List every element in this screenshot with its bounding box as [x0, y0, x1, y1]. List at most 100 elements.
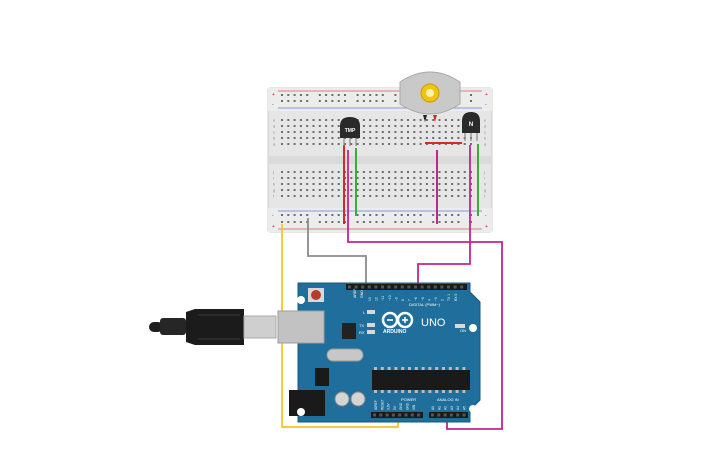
rail-hole [318, 94, 321, 96]
wire-gray-gnd[interactable] [307, 218, 367, 289]
header-pin[interactable] [361, 285, 365, 289]
breadboard-hole [369, 171, 372, 173]
header-pin[interactable] [398, 413, 402, 417]
breadboard-hole [287, 195, 290, 197]
temperature-sensor[interactable]: TMP [340, 117, 360, 146]
header-pin[interactable] [394, 285, 398, 289]
breadboard-hole [413, 177, 416, 179]
breadboard-hole [388, 137, 391, 139]
breadboard-hole [394, 183, 397, 185]
breadboard-hole [350, 143, 353, 145]
breadboard-hole [299, 189, 302, 191]
breadboard-hole [451, 131, 454, 133]
header-pin[interactable] [420, 285, 424, 289]
header-pin[interactable] [453, 285, 457, 289]
breadboard-hole [413, 137, 416, 139]
breadboard-hole [312, 137, 315, 139]
aref-label: AREF [353, 289, 357, 298]
npn-transistor[interactable]: N [462, 112, 480, 141]
reset-button[interactable] [311, 290, 321, 300]
breadboard-hole [331, 131, 334, 133]
rail-hole [331, 214, 334, 216]
header-pin[interactable] [387, 285, 391, 289]
header-pin[interactable] [433, 285, 437, 289]
rail-hole [287, 221, 290, 223]
power-pin-label: GND [406, 402, 410, 410]
rail-hole [331, 221, 334, 223]
header-pin[interactable] [447, 285, 450, 289]
wire-magenta-digital[interactable] [417, 145, 471, 289]
breadboard-hole [375, 125, 378, 127]
rail-minus-label-right: - [485, 102, 487, 108]
header-pin[interactable] [404, 413, 408, 417]
header-pin[interactable] [460, 285, 464, 289]
header-pin[interactable] [427, 285, 431, 289]
header-pin[interactable] [385, 413, 389, 417]
header-pin[interactable] [410, 413, 414, 417]
analog-header [429, 412, 468, 418]
header-pin[interactable] [374, 285, 378, 289]
breadboard-hole [299, 177, 302, 179]
header-pin[interactable] [373, 413, 376, 417]
rail-plus-label: + [272, 92, 275, 98]
header-pin[interactable] [391, 413, 395, 417]
breadboard-hole [299, 137, 302, 139]
header-pin[interactable] [417, 413, 421, 417]
digital-pin-label: ~6 [414, 297, 418, 301]
rail-hole [281, 94, 283, 96]
header-pin[interactable] [462, 413, 466, 417]
breadboard-hole [281, 143, 283, 145]
breadboard-hole [299, 171, 302, 173]
header-pin[interactable] [348, 285, 351, 289]
breadboard-hole [281, 131, 283, 133]
header-pin[interactable] [431, 413, 434, 417]
breadboard-hole [400, 183, 403, 185]
header-pin[interactable] [414, 285, 417, 289]
breadboard-hole [381, 189, 384, 191]
header-pin[interactable] [407, 285, 411, 289]
breadboard-hole [394, 143, 397, 145]
breadboard-hole [388, 131, 391, 133]
breadboard-hole [375, 195, 378, 197]
chip-pin [428, 367, 432, 370]
breadboard-hole [438, 137, 441, 139]
power-pin-label: 5V [393, 405, 397, 410]
usb-cable[interactable] [149, 309, 277, 345]
rail-hole [419, 221, 422, 223]
header-pin[interactable] [437, 413, 441, 417]
header-pin[interactable] [449, 413, 453, 417]
header-pin[interactable] [367, 285, 371, 289]
breadboard-hole [470, 195, 472, 197]
rail-hole [369, 94, 372, 96]
breadboard-hole [457, 137, 460, 139]
breadboard-hole [331, 189, 334, 191]
wire-magenta-analog[interactable] [347, 150, 503, 430]
breadboard-hole [388, 125, 391, 127]
header-pin[interactable] [354, 285, 358, 289]
breadboard-hole [369, 125, 372, 127]
rail-hole [438, 214, 441, 216]
breadboard-hole [438, 131, 441, 133]
header-pin[interactable] [381, 285, 384, 289]
rail-hole [400, 221, 403, 223]
header-pin[interactable] [440, 285, 444, 289]
breadboard-hole [419, 131, 422, 133]
rail-hole [457, 221, 460, 223]
breadboard-hole [381, 125, 384, 127]
breadboard-hole [425, 195, 428, 197]
header-pin[interactable] [400, 285, 404, 289]
dc-jack [289, 390, 325, 416]
dc-motor[interactable] [399, 71, 461, 122]
header-pin[interactable] [443, 413, 447, 417]
header-pin[interactable] [456, 413, 460, 417]
header-pin[interactable] [379, 413, 383, 417]
row-letter: i [484, 176, 485, 181]
breadboard-hole [381, 143, 384, 145]
breadboard-hole [293, 119, 296, 121]
rail-hole [394, 221, 397, 223]
breadboard-hole [331, 195, 334, 197]
breadboard-hole [299, 143, 302, 145]
